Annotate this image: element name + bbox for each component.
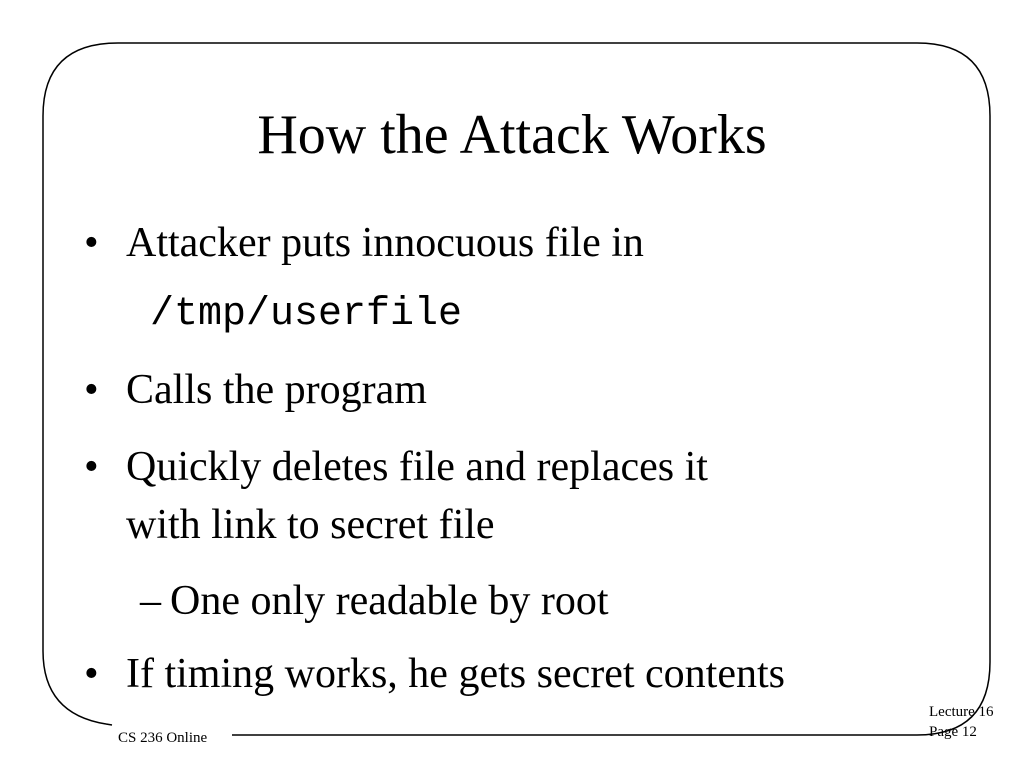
footer-page: Page 12 bbox=[929, 724, 977, 740]
sub-bullet-text: One only readable by root bbox=[170, 578, 609, 624]
bullet-text: Quickly deletes file and replaces it bbox=[126, 444, 708, 490]
bullet-marker: • bbox=[84, 367, 99, 413]
bullet-marker: • bbox=[84, 220, 99, 266]
bullet-text: Calls the program bbox=[126, 367, 427, 413]
bullet-text: Attacker puts innocuous file in bbox=[126, 220, 644, 266]
bullet-text-continued: with link to secret file bbox=[126, 502, 495, 548]
footer-lecture: Lecture 16 bbox=[929, 704, 994, 720]
bullet-text: If timing works, he gets secret contents bbox=[126, 651, 785, 697]
slide-title: How the Attack Works bbox=[257, 104, 767, 166]
sub-bullet-marker: – bbox=[140, 578, 161, 624]
footer-course: CS 236 Online bbox=[118, 730, 208, 746]
bullet-marker: • bbox=[84, 444, 99, 490]
bullet-marker: • bbox=[84, 651, 99, 697]
code-path: /tmp/userfile bbox=[150, 292, 463, 337]
